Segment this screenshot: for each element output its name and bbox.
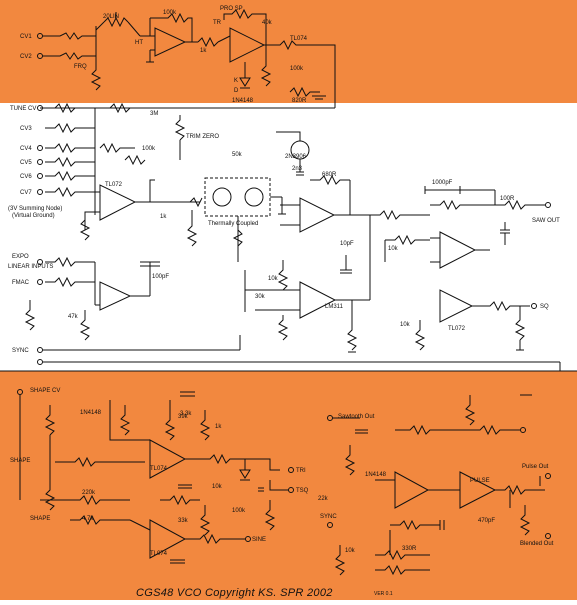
top-label-15: 820R bbox=[292, 98, 307, 104]
schematic-title: CGS48 VCO Copyright KS. SPR 2002 bbox=[136, 587, 333, 599]
note-summing-node: (3V Summing Node) bbox=[8, 206, 62, 212]
label-pulse-out: Pulse Out bbox=[522, 464, 549, 470]
label-50k: 50k bbox=[232, 152, 243, 158]
top-label-12: K bbox=[234, 78, 238, 84]
schematic-version: VER 0.1 bbox=[374, 591, 393, 597]
input-fmac: FMAC bbox=[12, 280, 30, 286]
label-100r: 100R bbox=[500, 196, 515, 202]
label-1000pf: 1000pF bbox=[432, 180, 453, 186]
note-virtual-ground: (Virtual Ground) bbox=[12, 213, 55, 219]
label-3-3k: 3.3k bbox=[180, 411, 192, 417]
label-33k: 33k bbox=[178, 518, 189, 524]
label-shape-cv: SHAPE CV bbox=[30, 388, 60, 394]
bottom-circuit: SHAPE CV SHAPE SHAPE 1N4148 TL074 TL074 … bbox=[10, 388, 554, 576]
top-label-9: 1k bbox=[200, 48, 207, 54]
input-cv6: CV6 bbox=[20, 174, 32, 180]
top-label-10: TL074 bbox=[290, 36, 308, 42]
label-10k-c: 10k bbox=[400, 322, 411, 328]
label-sync: SYNC bbox=[12, 348, 29, 354]
input-cv3: CV3 bbox=[20, 126, 32, 132]
top-label-4: 40k bbox=[262, 20, 273, 26]
label-470pf: 470pF bbox=[478, 518, 495, 524]
label-tl072-a: TL072 bbox=[105, 182, 123, 188]
label-sawtooth-out: Sawtooth Out bbox=[338, 414, 375, 420]
top-label-13: D bbox=[234, 88, 239, 94]
label-100k-b: 100k bbox=[232, 508, 246, 514]
label-39k: 39k bbox=[178, 414, 189, 420]
label-220k: 220k bbox=[82, 490, 96, 496]
label-saw-out: SAW OUT bbox=[532, 218, 560, 224]
label-1n4148-b: 1N4148 bbox=[365, 472, 387, 478]
label-47k: 47k bbox=[68, 314, 79, 320]
label-sync-b: SYNC bbox=[320, 514, 337, 520]
label-1k: 1k bbox=[160, 214, 167, 220]
label-100k: 100k bbox=[142, 146, 156, 152]
label-22k: 22k bbox=[318, 496, 329, 502]
label-shape-a: SHAPE bbox=[10, 458, 30, 464]
top-label-3: TR bbox=[213, 20, 222, 26]
label-shape-b: SHAPE bbox=[30, 516, 50, 522]
top-label-14: 1N4148 bbox=[232, 98, 254, 104]
note-trim-zero: TRIM ZERO bbox=[186, 134, 219, 140]
label-10pf: 10pF bbox=[340, 241, 354, 247]
label-4-7k: 4.7k bbox=[82, 516, 94, 522]
input-linear: LINEAR INPUTS bbox=[8, 264, 53, 270]
label-10k-d: 10k bbox=[345, 548, 356, 554]
top-label-8: HT bbox=[135, 40, 143, 46]
label-2n3: 2n3 bbox=[292, 166, 303, 172]
label-30k: 30k bbox=[255, 294, 266, 300]
mid-circuit: TUNE CV CV3 CV4 CV5 CV6 CV7 EXPO LINEAR … bbox=[8, 102, 561, 371]
input-tune-cv: TUNE CV bbox=[10, 106, 36, 112]
note-thermally-coupled: Thermally Coupled bbox=[208, 221, 258, 227]
label-sine: SINE bbox=[252, 537, 266, 543]
label-sq: SQ bbox=[540, 304, 549, 310]
label-blended-out: Blended Out bbox=[520, 541, 554, 547]
top-label-5: CV1 bbox=[20, 34, 32, 40]
label-330r: 330R bbox=[402, 546, 417, 552]
label-tl074-a: TL074 bbox=[150, 466, 168, 472]
top-label-7: FRQ bbox=[74, 64, 87, 70]
top-label-11: 100k bbox=[290, 66, 304, 72]
top-panel-background bbox=[0, 0, 577, 103]
label-1k-b: 1k bbox=[215, 424, 222, 430]
label-pulse: PULSE bbox=[470, 478, 490, 484]
top-label-2: PRO SP bbox=[220, 6, 243, 12]
label-10k-b: 10k bbox=[388, 246, 399, 252]
label-2n3906: 2N3906 bbox=[285, 154, 307, 160]
label-10k-b2: 10k bbox=[212, 484, 223, 490]
label-100pf: 100pF bbox=[152, 274, 169, 280]
input-cv5: CV5 bbox=[20, 160, 32, 166]
label-tri: TRI bbox=[296, 468, 306, 474]
label-680r: 680R bbox=[322, 172, 337, 178]
top-label-6: CV2 bbox=[20, 54, 32, 60]
top-circuit: 20LIN 100k PRO SP TR 40k CV1 CV2 FRQ HT … bbox=[20, 6, 336, 104]
input-cv7: CV7 bbox=[20, 190, 32, 196]
middle-panel-background bbox=[0, 103, 577, 371]
bottom-panel-background bbox=[0, 371, 577, 600]
label-tl072-b: TL072 bbox=[448, 326, 466, 332]
input-cv4: CV4 bbox=[20, 146, 32, 152]
label-10k: 10k bbox=[268, 276, 279, 282]
top-label-0: 20LIN bbox=[103, 14, 119, 20]
label-3m: 3M bbox=[150, 111, 158, 117]
top-label-1: 100k bbox=[163, 10, 177, 16]
label-lm311: LM311 bbox=[325, 304, 344, 310]
input-expo: EXPO bbox=[12, 254, 29, 260]
label-tsq: TSQ bbox=[296, 488, 309, 494]
label-1n4148-a: 1N4148 bbox=[80, 410, 102, 416]
label-tl074-b: TL074 bbox=[150, 551, 168, 557]
